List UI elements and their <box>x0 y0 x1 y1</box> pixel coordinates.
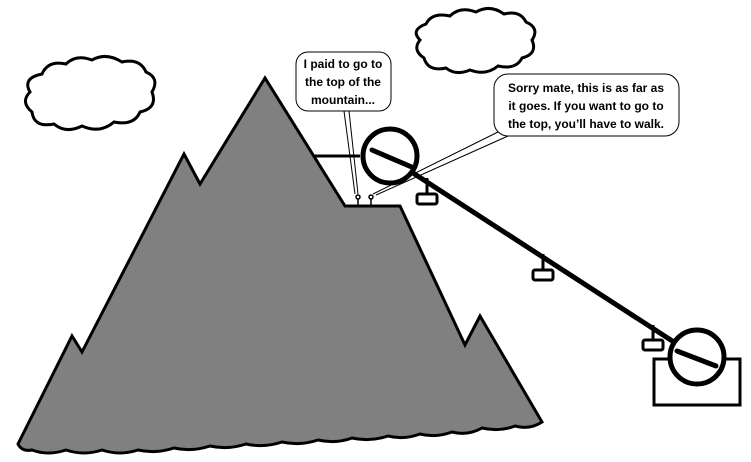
hiker-figure <box>355 194 361 205</box>
chairlift-seat-1 <box>415 178 439 206</box>
operator-figure <box>368 194 374 205</box>
operator-bubble-tail <box>372 129 509 196</box>
hiker-line-3: mountain... <box>311 93 375 107</box>
operator-line-2: it goes. If you want to go to <box>508 99 663 113</box>
operator-line-1: Sorry mate, this is as far as <box>508 81 664 95</box>
hiker-line-2: the top of the <box>305 75 381 89</box>
chairlift-seat-3 <box>641 325 665 352</box>
hiker-bubble-tail <box>343 110 359 195</box>
operator-speech-bubble: Sorry mate, this is as far as it goes. I… <box>493 73 680 137</box>
chairlift-seat-2 <box>531 254 555 282</box>
cloud-right <box>414 7 537 75</box>
cloud-left <box>24 55 157 131</box>
operator-line-3: the top, you’ll have to walk. <box>508 117 664 131</box>
mountain <box>16 75 545 455</box>
cable <box>390 157 700 360</box>
hiker-line-1: I paid to go to <box>304 57 383 71</box>
hiker-speech-bubble: I paid to go to the top of the mountain.… <box>295 51 392 112</box>
top-wheel <box>360 126 420 186</box>
bottom-wheel <box>667 327 727 387</box>
